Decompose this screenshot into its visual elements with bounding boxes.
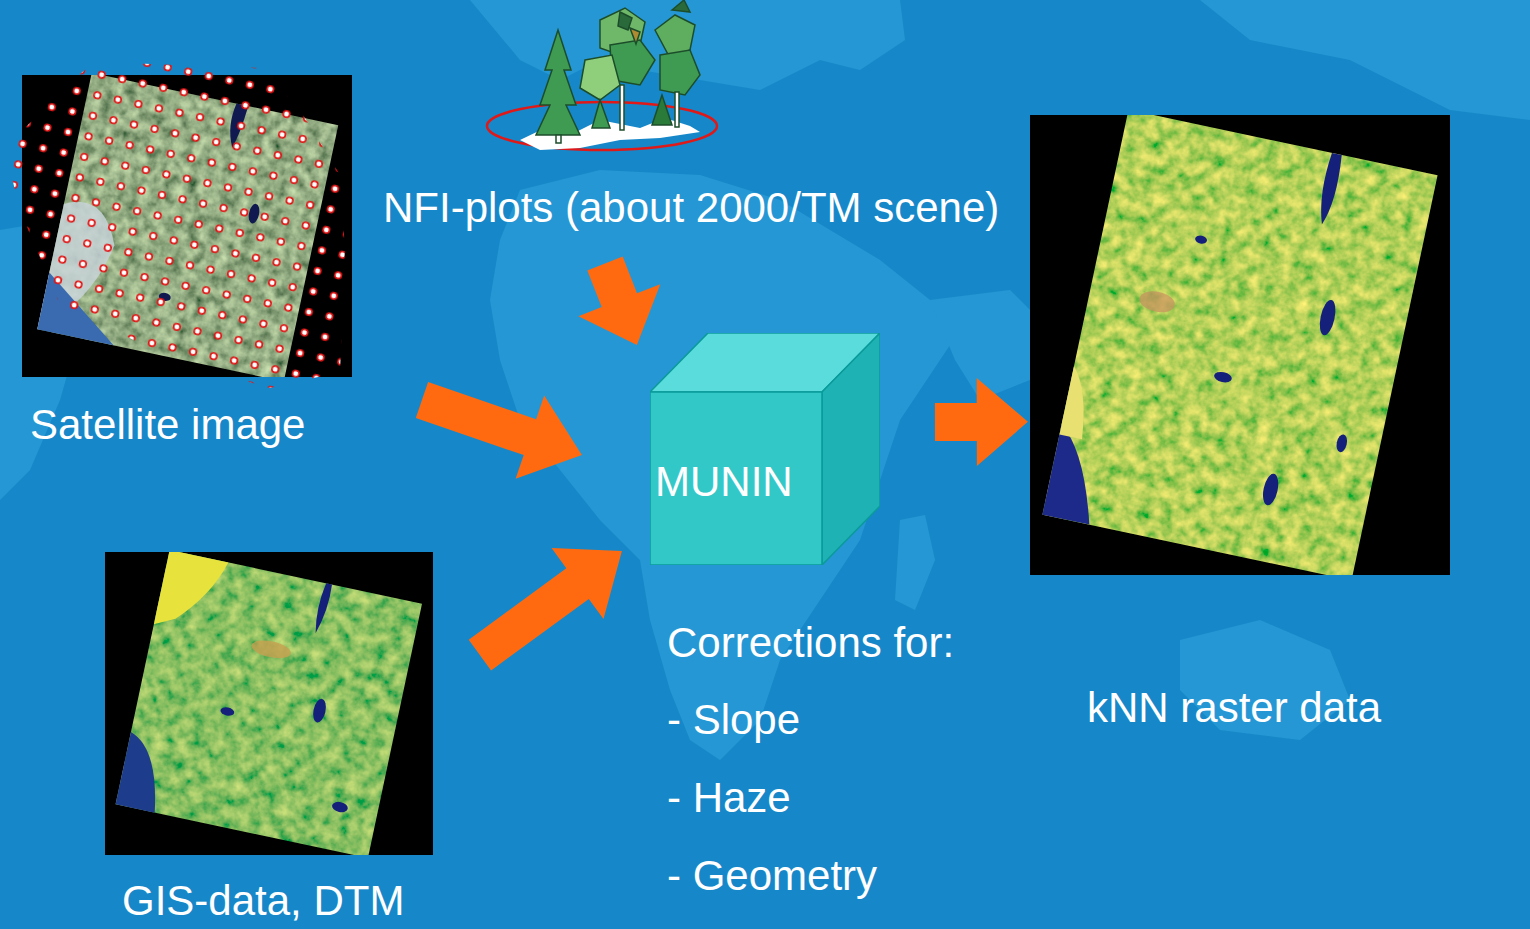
process-name: MUNIN [655, 461, 793, 503]
plot-dots [5, 62, 345, 388]
image-node: kNN raster data [1030, 115, 1450, 575]
note-heading: Corrections for: [667, 622, 954, 664]
nfi-plot-trees [487, 0, 717, 150]
satellite-image [5, 62, 352, 388]
node-caption: Satellite image [30, 404, 305, 446]
cube-front [650, 392, 822, 565]
cube-shape [650, 333, 880, 565]
gis-image [105, 550, 433, 858]
note-item: - Slope [667, 699, 800, 741]
node-caption: GIS-data, DTM [122, 880, 404, 922]
note-item: - Haze [667, 777, 791, 819]
block-arrow [578, 257, 660, 346]
cube-side [822, 333, 880, 565]
block-arrow [416, 382, 582, 479]
block-arrow [469, 548, 622, 670]
note-item: - Geometry [667, 855, 877, 897]
image-node: GIS-data, DTM [105, 552, 433, 855]
process-cube: MUNIN [650, 333, 880, 565]
illustration-node: NFI-plots (about 2000/TM scene) [485, 0, 725, 155]
knn-raster-image [1030, 110, 1450, 581]
block-arrow [935, 378, 1028, 466]
node-caption: kNN raster data [1087, 687, 1381, 729]
image-node: Satellite image [22, 75, 352, 377]
node-caption: NFI-plots (about 2000/TM scene) [383, 187, 999, 229]
